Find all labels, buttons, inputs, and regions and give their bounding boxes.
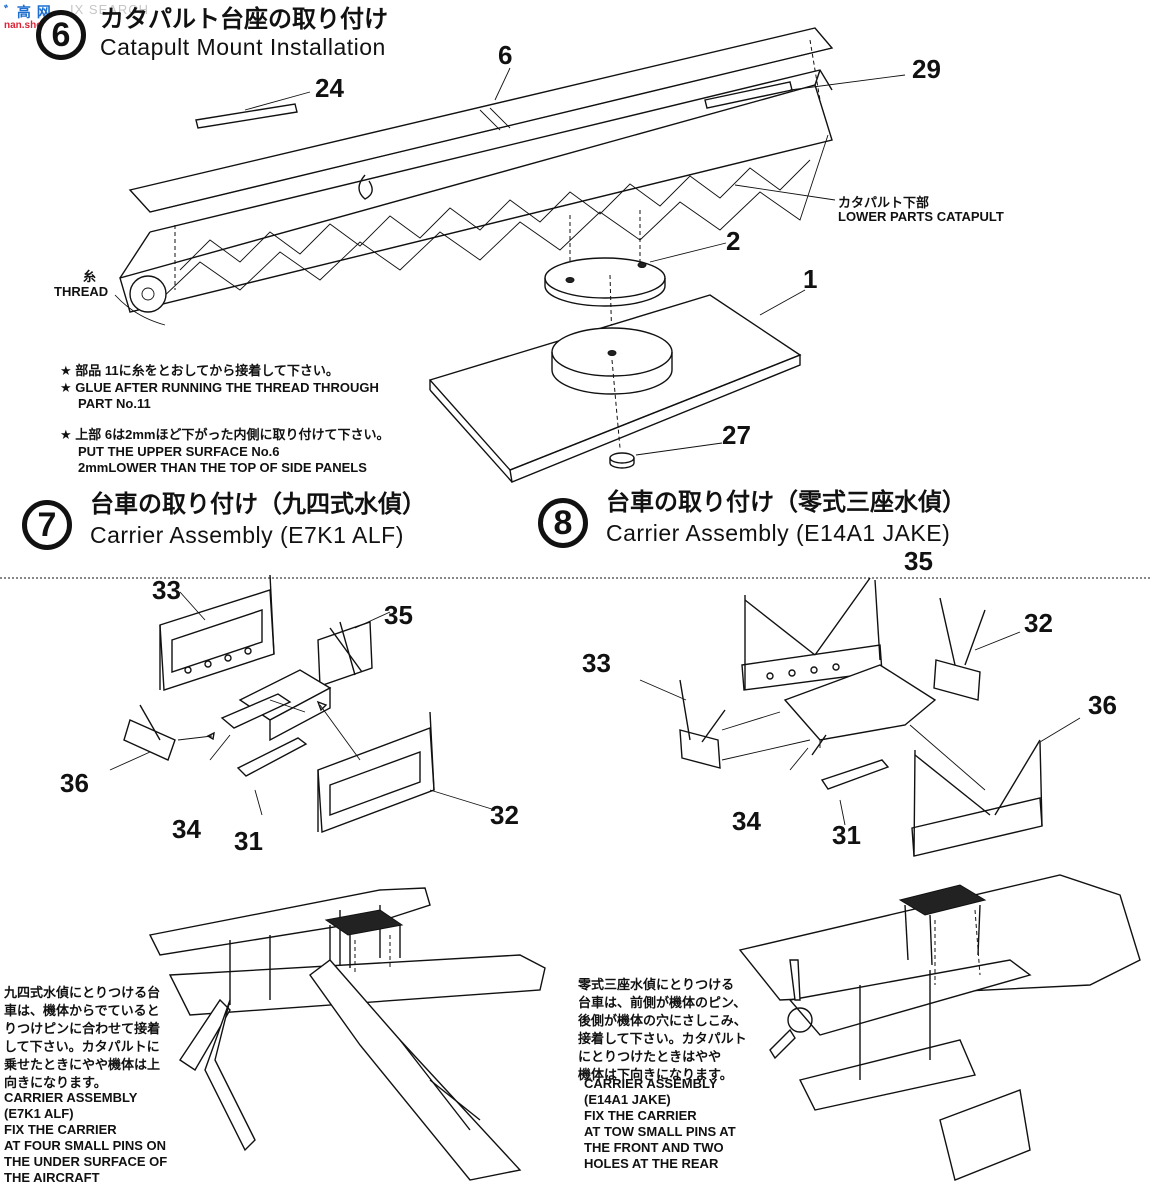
note-1-en-b: PART No.11 [78,396,151,411]
note-1-en-a: ★ GLUE AFTER RUNNING THE THREAD THROUGH [60,380,379,395]
main-wing [738,874,1141,1001]
mounted-carrier [324,909,404,936]
alf-note-jp-line: して下さい。カタパルトに [4,1039,160,1054]
alf-note-en-line: THE AIRCRAFT [4,1170,100,1185]
step-7-number: 7 [22,500,72,550]
part-32-bracket [933,659,981,701]
alf-part-number-32: 32 [490,800,519,830]
part-number-27: 27 [722,420,751,450]
part-34-plate [783,664,937,741]
jake-part-number-32: 32 [1024,608,1053,638]
jake-note-jp-line: 機体は下向きになります。 [578,1067,733,1082]
base-assembly-drawing [428,242,806,483]
jake-note-jp: 零式三座水偵にとりつける 台車は、前側が機体のピン、 後側が機体の穴にさしこみ、… [578,976,818,1084]
alf-note-jp: 九四式水偵にとりつける台 車は、機体からでていると りつけピンに合わせて接着 し… [4,984,254,1092]
carrier-alf-exploded-drawing [109,574,496,833]
alf-note-en-line: AT FOUR SMALL PINS ON [4,1138,167,1153]
jake-note-en-line: HOLES AT THE REAR [584,1156,719,1171]
jake-note-en-line: FIX THE CARRIER [584,1108,697,1123]
part-35-bracket [317,621,373,687]
part-number-2: 2 [726,226,741,256]
carrier-jake-exploded-drawing [639,577,1081,857]
part-36-aframe [911,797,1043,857]
lower-catapult-label-en: LOWER PARTS CATAPULT [838,209,1004,224]
thread-pulley [129,275,167,313]
part-number-6: 6 [498,40,513,70]
jake-note-en-line: THE FRONT AND TWO [584,1140,724,1155]
jake-note-jp-line: 台車は、前側が機体のピン、 [578,995,747,1010]
alf-note-en-line: (E7K1 ALF) [4,1106,74,1121]
thread-label-jp: 糸 [83,269,97,284]
float [798,1039,976,1111]
catapult-assembly-drawing [114,27,906,326]
jake-aircraft-drawing [738,874,1141,1181]
propeller [789,959,801,1001]
upper-wing [148,887,431,956]
jake-note-jp-line: 接着して下さい。カタパルト [578,1031,747,1046]
alf-part-number-35: 35 [384,600,413,630]
note-1-jp: ★ 部品 11に糸をとおしてから接着して下さい。 [60,363,339,378]
alf-note-en-line: FIX THE CARRIER [4,1122,117,1137]
part-31-lever [820,759,890,790]
part-number-24: 24 [315,73,344,103]
step-6-title-jp: カタパルト台座の取り付け [100,6,388,33]
alf-part-number-33: 33 [152,575,181,605]
jake-note-jp-line: 零式三座水偵にとりつける [578,977,735,992]
step-6-title-en: Catapult Mount Installation [100,34,386,60]
note-2-jp: ★ 上部 6は2mmほど下がった内側に取り付けて下さい。 [60,427,390,442]
propeller [204,999,256,1152]
alf-aircraft-drawing [148,887,546,1181]
jake-note-en-line: AT TOW SMALL PINS AT [584,1124,736,1139]
alf-note-jp-line: 車は、機体からでていると [4,1003,160,1018]
alf-part-number-34: 34 [172,814,201,844]
jake-note-jp-line: にとりつけたときはやや [578,1049,722,1064]
part-number-29: 29 [912,54,941,84]
step-8-title-jp: 台車の取り付け（零式三座水偵） [606,489,966,516]
catapult-truss-body [119,84,833,313]
fuselage [788,959,1032,1036]
jake-part-number-35: 35 [904,546,933,576]
alf-part-number-31: 31 [234,826,263,856]
alf-note-jp-line: 向きになります。 [4,1075,107,1090]
alf-note-en-line: THE UNDER SURFACE OF [4,1154,168,1169]
thread-label-en: THREAD [54,284,109,299]
alf-part-number-36: 36 [60,768,89,798]
jake-note-en-line: (E14A1 JAKE) [584,1092,671,1107]
watermark-ghost-text: IX SEARCH [70,2,150,17]
alf-note-en-line: CARRIER ASSEMBLY [4,1090,138,1105]
part-24-rail [195,103,298,129]
part-33-bracket [679,729,721,769]
jake-note-en-line: CARRIER ASSEMBLY [584,1076,718,1091]
step-7-title-en: Carrier Assembly (E7K1 ALF) [90,522,404,548]
watermark-brand: ﾞ 高 网 [4,4,52,20]
part-number-1: 1 [803,264,818,294]
note-2-en-a: PUT THE UPPER SURFACE No.6 [78,444,280,459]
jake-note-en: CARRIER ASSEMBLY (E14A1 JAKE) FIX THE CA… [584,1076,824,1172]
jake-part-number-33: 33 [582,648,611,678]
part-36-bracket [123,719,176,761]
note-2-en-b: 2mmLOWER THAN THE TOP OF SIDE PANELS [78,460,367,475]
lower-catapult-label-jp: カタパルト下部 [838,195,930,210]
fuselage-float [168,954,546,1016]
jake-part-number-34: 34 [732,806,761,836]
mounted-carrier [898,884,987,916]
alf-note-jp-line: りつけピンに合わせて接着 [4,1021,161,1036]
jake-part-number-36: 36 [1088,690,1117,720]
jake-part-number-31: 31 [832,820,861,850]
step-6-number: 6 [36,10,86,60]
alf-note-jp-line: 九四式水偵にとりつける台 [4,985,161,1000]
part-31-lever [236,737,308,777]
jake-note-jp-line: 後側が機体の穴にさしこみ、 [578,1013,747,1028]
tail-float [939,1089,1031,1181]
part-2-turntable [544,257,666,299]
alf-note-jp-line: 乗せたときにやや機体は上 [4,1057,161,1072]
alf-note-en: CARRIER ASSEMBLY (E7K1 ALF) FIX THE CARR… [4,1090,254,1186]
step-8-number: 8 [538,498,588,548]
step-8-title-en: Carrier Assembly (E14A1 JAKE) [606,520,951,546]
step-7-title-jp: 台車の取り付け（九四式水偵） [90,491,426,518]
part-27-peg [609,452,635,464]
